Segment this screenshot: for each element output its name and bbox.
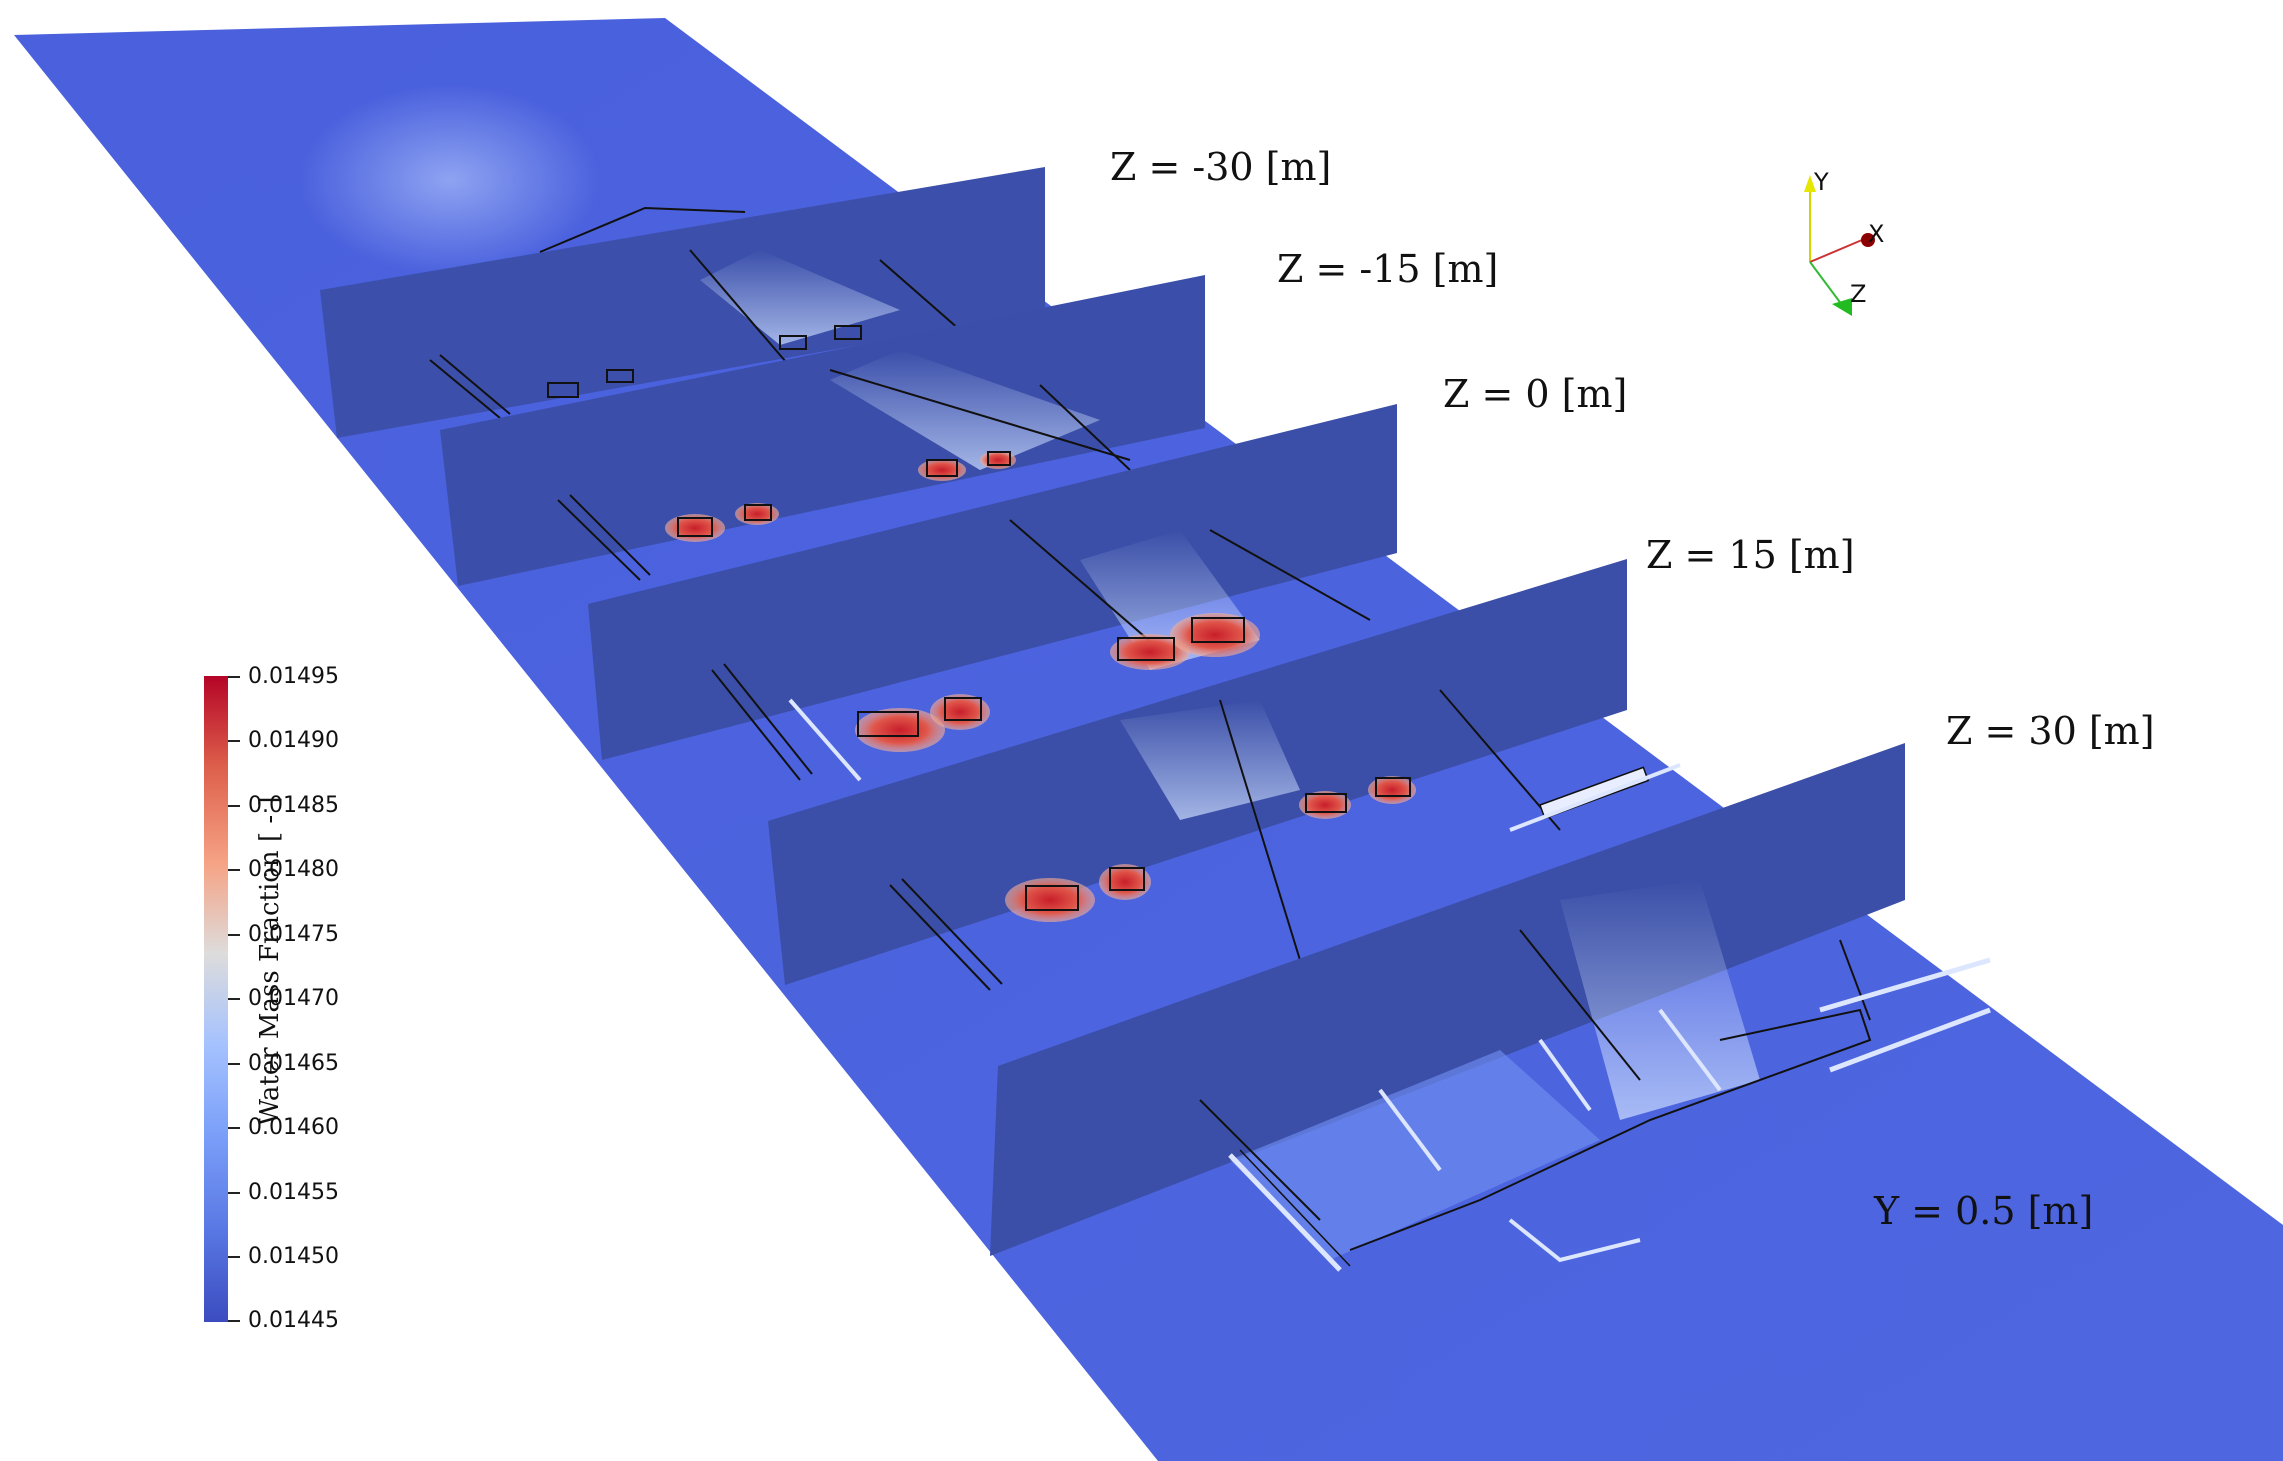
slice-label-z-15: Z = 15 [m] <box>1646 533 1855 577</box>
axes-triad <box>1804 175 1875 316</box>
colorbar-tick-label: 0.01480 <box>248 857 339 882</box>
colorbar-gradient <box>204 676 228 1322</box>
colorbar-tick-label: 0.01445 <box>248 1308 339 1333</box>
colorbar-tick-label: 0.01490 <box>248 728 339 753</box>
colorbar-tick-label: 0.01455 <box>248 1180 339 1205</box>
colorbar-tick-label: 0.01470 <box>248 986 339 1011</box>
slice-z-minus-15 <box>440 275 1205 586</box>
colorbar-tick-label: 0.01450 <box>248 1244 339 1269</box>
colorbar-legend: 0.01495 0.01490 0.01485 0.01480 0.01475 … <box>200 666 339 1332</box>
colorbar-title: Water Mass Fraction [ - ] <box>255 796 285 1126</box>
slice-z-15 <box>768 559 1681 991</box>
ground-streak <box>300 85 600 275</box>
axis-y-label: Y <box>1814 168 1829 196</box>
colorbar-tick-label: 0.01460 <box>248 1115 339 1140</box>
slice-z-0 <box>588 404 1397 782</box>
slice-label-z-30: Z = 30 [m] <box>1946 709 2155 753</box>
slice-label-z-0: Z = 0 [m] <box>1443 372 1628 416</box>
axis-z-label: Z <box>1850 280 1867 308</box>
slice-label-z-minus-15: Z = -15 [m] <box>1277 247 1499 291</box>
slice-z-minus-30 <box>320 167 1045 438</box>
colorbar-tick-label: 0.01485 <box>248 793 339 818</box>
slice-label-z-minus-30: Z = -30 [m] <box>1110 145 1332 189</box>
colorbar-tick-label: 0.01475 <box>248 922 339 947</box>
slice-z-30 <box>990 743 1991 1272</box>
colorbar-tick-label: 0.01495 <box>248 664 339 689</box>
colorbar-tick-label: 0.01465 <box>248 1051 339 1076</box>
ground-label: Y = 0.5 [m] <box>1874 1189 2094 1233</box>
axis-x-label: X <box>1868 220 1885 248</box>
